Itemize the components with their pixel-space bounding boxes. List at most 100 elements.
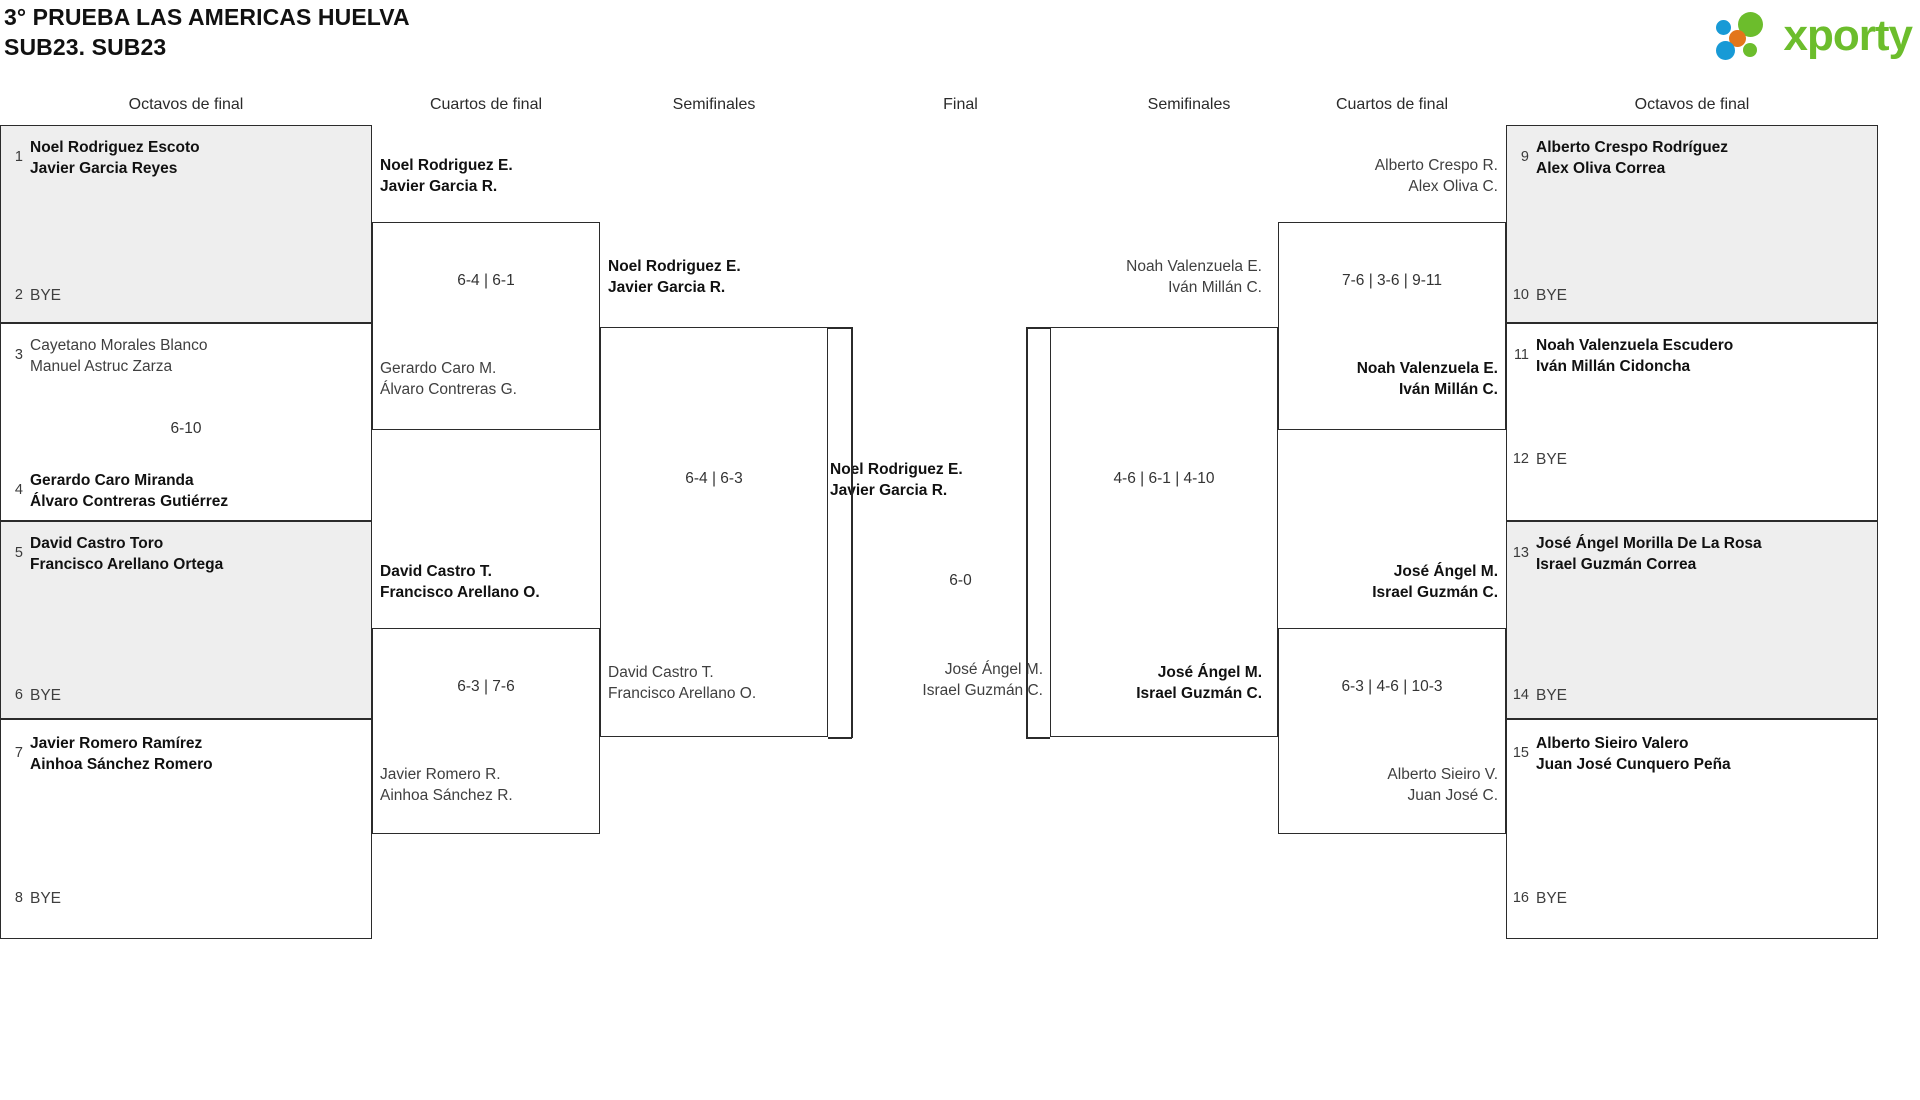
final-loser[interactable]: José Ángel M. Israel Guzmán C. — [828, 659, 1043, 701]
qf1-winner[interactable]: Noel Rodriguez E. Javier Garcia R. — [380, 155, 513, 197]
page-title-line2: SUB23. SUB23 — [4, 34, 167, 60]
xporty-logo[interactable]: xporty — [1715, 8, 1913, 64]
match-box-right-r16-2[interactable] — [1506, 323, 1878, 521]
seed-entry-10[interactable]: 10 BYE — [1512, 285, 1567, 306]
player-name: Iván Millán Cidoncha — [1536, 358, 1691, 375]
player-name: Javier Romero Ramírez — [30, 735, 203, 752]
final-winner[interactable]: Noel Rodriguez E. Javier Garcia R. — [830, 459, 963, 501]
seed-number: 11 — [1513, 347, 1529, 363]
player-name: José Ángel M. — [1393, 563, 1498, 580]
seed-entry-12[interactable]: 12 BYE — [1512, 449, 1567, 470]
match-box-left-r16-2[interactable] — [0, 323, 372, 521]
seed-number: 8 — [14, 890, 23, 906]
seed-entry-16[interactable]: 16 BYE — [1512, 888, 1567, 909]
seed-entry-5[interactable]: 5 David Castro Toro Francisco Arellano O… — [6, 533, 223, 575]
player-name: Alberto Crespo Rodríguez — [1536, 139, 1729, 156]
player-name: Javier Garcia R. — [830, 482, 948, 499]
match-box-right-sf[interactable] — [1050, 327, 1278, 737]
match-box-left-r16-3[interactable] — [0, 521, 372, 719]
player-name: Alex Oliva Correa — [1536, 160, 1666, 177]
connector-final-left-top — [828, 327, 852, 329]
seed-entry-3[interactable]: 3 Cayetano Morales Blanco Manuel Astruc … — [6, 335, 208, 377]
seed-number: 2 — [14, 287, 23, 303]
seed-entry-2[interactable]: 2 BYE — [6, 285, 61, 306]
match-box-left-r16-4[interactable] — [0, 719, 372, 939]
match-box-left-r16-1[interactable] — [0, 125, 372, 323]
seed-entry-11[interactable]: 11 Noah Valenzuela Escudero Iván Millán … — [1512, 335, 1733, 377]
player-name: Javier Garcia R. — [380, 178, 498, 195]
match-box-right-qf-1[interactable] — [1278, 222, 1506, 430]
seed-entry-9[interactable]: 9 Alberto Crespo Rodríguez Alex Oliva Co… — [1512, 137, 1728, 179]
player-name: Iván Millán C. — [1398, 381, 1498, 398]
score-right-qf-1: 7-6 | 3-6 | 9-11 — [1342, 272, 1442, 289]
player-name: Noel Rodriguez E. — [380, 157, 513, 174]
qf3-winner[interactable]: Noah Valenzuela E. Iván Millán C. — [1278, 358, 1498, 400]
match-box-right-r16-4[interactable] — [1506, 719, 1878, 939]
player-name: Ainhoa Sánchez R. — [380, 787, 513, 804]
round-header-right-qf: Cuartos de final — [1335, 96, 1449, 113]
player-name: Cayetano Morales Blanco — [30, 337, 208, 354]
seed-entry-15[interactable]: 15 Alberto Sieiro Valero Juan José Cunqu… — [1512, 733, 1731, 775]
player-name: Israel Guzmán C. — [1136, 685, 1262, 702]
match-box-right-r16-1[interactable] — [1506, 125, 1878, 323]
match-box-left-sf[interactable] — [600, 327, 828, 737]
match-box-right-qf-2[interactable] — [1278, 628, 1506, 834]
player-name: Francisco Arellano O. — [380, 584, 540, 601]
player-name: Juan José Cunquero Peña — [1536, 756, 1731, 773]
qf3-loser[interactable]: Alberto Crespo R. Alex Oliva C. — [1278, 155, 1498, 197]
sf-right-winner[interactable]: José Ángel M. Israel Guzmán C. — [1050, 662, 1262, 704]
seed-entry-7[interactable]: 7 Javier Romero Ramírez Ainhoa Sánchez R… — [6, 733, 213, 775]
qf2-loser[interactable]: Javier Romero R. Ainhoa Sánchez R. — [380, 764, 513, 806]
player-name: Javier Garcia Reyes — [30, 160, 178, 177]
seed-number: 4 — [14, 482, 23, 498]
sf-right-loser[interactable]: Noah Valenzuela E. Iván Millán C. — [1050, 256, 1262, 298]
score-left-sf: 6-4 | 6-3 — [685, 470, 743, 487]
match-box-left-qf-2[interactable] — [372, 628, 600, 834]
bye-label: BYE — [1536, 287, 1568, 304]
seed-entry-4[interactable]: 4 Gerardo Caro Miranda Álvaro Contreras … — [6, 470, 228, 512]
score-left-r16-2: 6-10 — [170, 420, 202, 437]
score-right-sf: 4-6 | 6-1 | 4-10 — [1113, 470, 1215, 487]
seed-number: 9 — [1520, 149, 1529, 165]
player-name: Alberto Crespo R. — [1374, 157, 1498, 174]
player-name: Iván Millán C. — [1168, 279, 1262, 296]
player-name: Noah Valenzuela E. — [1356, 360, 1498, 377]
player-name: Francisco Arellano Ortega — [30, 556, 224, 573]
qf2-winner[interactable]: David Castro T. Francisco Arellano O. — [380, 561, 540, 603]
logo-wordmark: xporty — [1783, 11, 1913, 60]
match-box-left-qf-1[interactable] — [372, 222, 600, 430]
qf1-loser[interactable]: Gerardo Caro M. Álvaro Contreras G. — [380, 358, 517, 400]
player-name: Javier Garcia R. — [608, 279, 726, 296]
seed-number: 5 — [14, 545, 23, 561]
player-name: Javier Romero R. — [380, 766, 501, 783]
player-name: José Ángel Morilla De La Rosa — [1536, 535, 1762, 552]
seed-number: 3 — [14, 347, 23, 363]
seed-number: 14 — [1512, 687, 1529, 703]
score-left-qf-2: 6-3 | 7-6 — [457, 678, 515, 695]
sf-left-winner[interactable]: Noel Rodriguez E. Javier Garcia R. — [608, 256, 741, 298]
round-header-left-sf: Semifinales — [672, 96, 756, 113]
seed-entry-13[interactable]: 13 José Ángel Morilla De La Rosa Israel … — [1512, 533, 1762, 575]
seed-number: 6 — [14, 687, 23, 703]
player-name: David Castro T. — [608, 664, 714, 681]
score-final: 6-0 — [949, 572, 972, 589]
player-name: Noah Valenzuela Escudero — [1536, 337, 1734, 354]
score-left-qf-1: 6-4 | 6-1 — [457, 272, 515, 289]
sf-left-loser[interactable]: David Castro T. Francisco Arellano O. — [608, 662, 756, 704]
seed-entry-8[interactable]: 8 BYE — [6, 888, 61, 909]
match-box-right-r16-3[interactable] — [1506, 521, 1878, 719]
player-name: Álvaro Contreras G. — [380, 381, 517, 398]
bye-label: BYE — [1536, 451, 1568, 468]
qf4-winner[interactable]: José Ángel M. Israel Guzmán C. — [1278, 561, 1498, 603]
bye-label: BYE — [1536, 687, 1568, 704]
player-name: Gerardo Caro M. — [380, 360, 497, 377]
player-name: Noel Rodriguez E. — [830, 461, 963, 478]
player-name: Manuel Astruc Zarza — [30, 358, 173, 375]
player-name: Juan José C. — [1407, 787, 1498, 804]
player-name: David Castro T. — [380, 563, 492, 580]
qf4-loser[interactable]: Alberto Sieiro V. Juan José C. — [1278, 764, 1498, 806]
seed-entry-6[interactable]: 6 BYE — [6, 685, 61, 706]
seed-entry-1[interactable]: 1 Noel Rodriguez Escoto Javier Garcia Re… — [6, 137, 200, 179]
seed-entry-14[interactable]: 14 BYE — [1512, 685, 1567, 706]
